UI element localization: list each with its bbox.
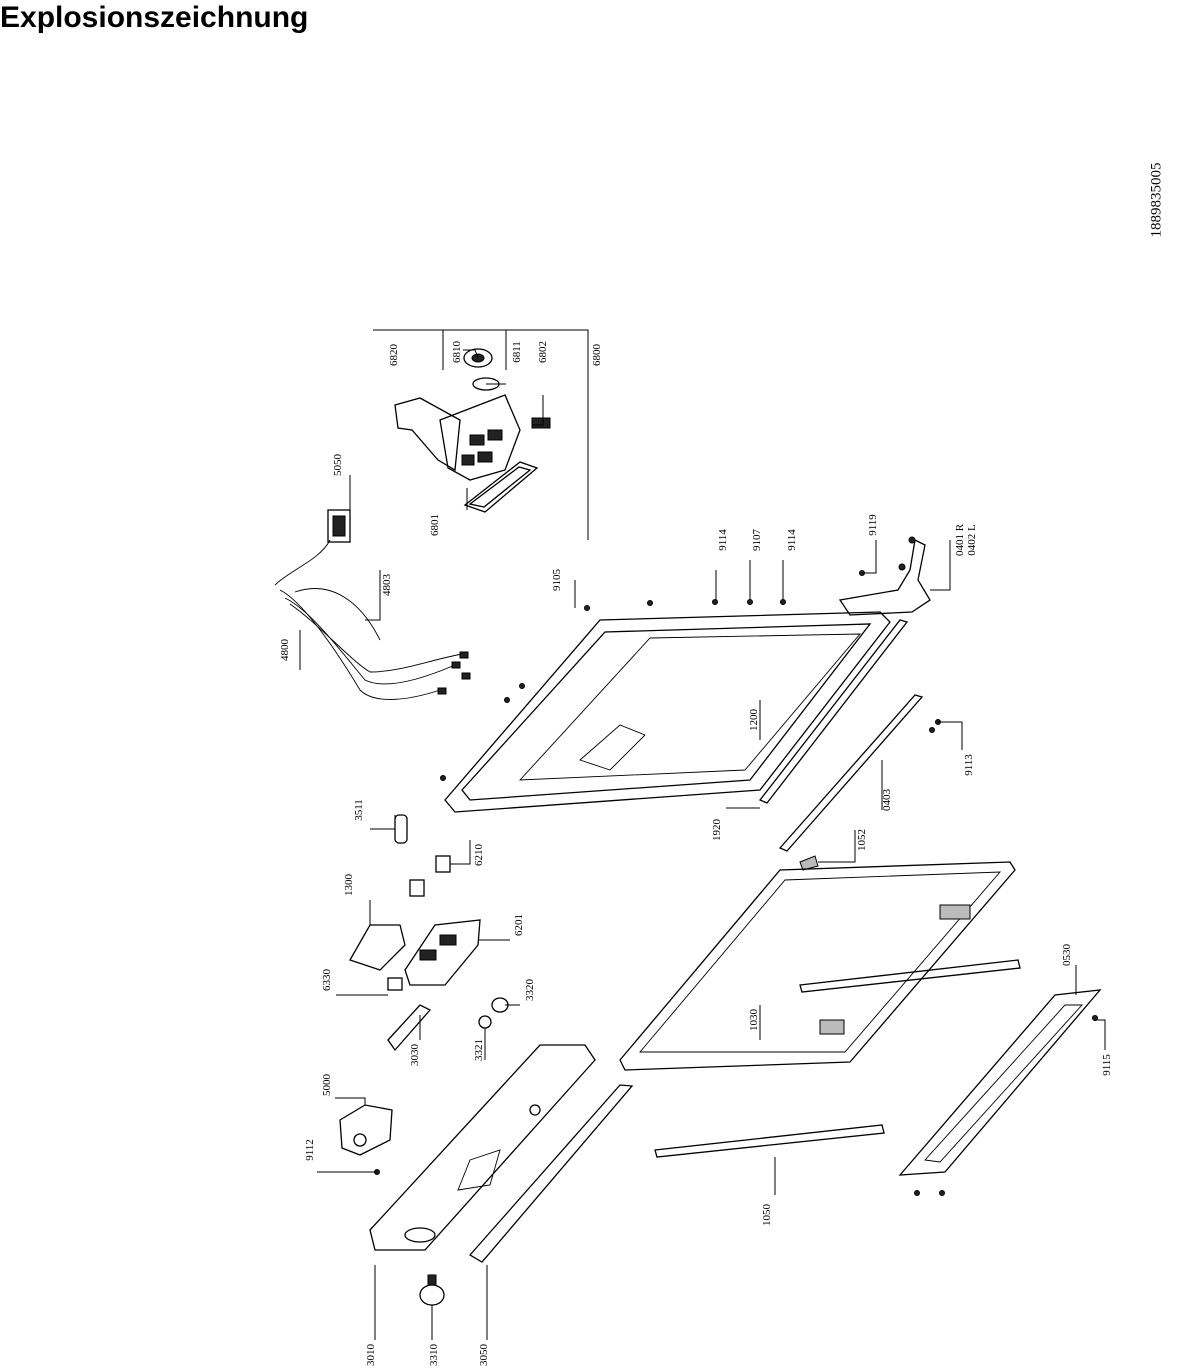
label-6802: 6802: [537, 341, 549, 363]
label-3050: 3050: [478, 1344, 490, 1367]
programmer-unit: [349, 919, 481, 991]
switch-3030: [387, 1004, 432, 1052]
label-9113: 9113: [963, 754, 975, 776]
label-1300: 1300: [343, 874, 355, 897]
dispenser-assembly: [394, 348, 551, 513]
label-9112: 9112: [304, 1139, 316, 1161]
buttons-3320-3321: [478, 997, 509, 1029]
pipe-3511: [394, 814, 408, 844]
label-9114-a: 9114: [717, 529, 729, 551]
label-3010: 3010: [365, 1344, 377, 1367]
door-rails-1050: [654, 959, 1021, 1158]
label-1030: 1030: [748, 1009, 760, 1032]
label-3310: 3310: [428, 1344, 440, 1367]
label-6801: 6801: [429, 514, 441, 536]
label-1050: 1050: [761, 1204, 773, 1227]
label-3030: 3030: [409, 1044, 421, 1067]
label-6210: 6210: [473, 844, 485, 867]
label-4803: 4803: [381, 574, 393, 597]
label-5000: 5000: [321, 1074, 333, 1097]
label-0402: 0402 L: [966, 524, 978, 556]
switches-6210: [409, 855, 451, 897]
label-9105: 9105: [551, 569, 563, 592]
inner-door-1200: [444, 611, 891, 813]
label-3320: 3320: [524, 979, 536, 1002]
label-6800: 6800: [591, 344, 603, 367]
part-labels: 6820 6810 6811 6802 6800 6801 5050 4800 …: [279, 341, 1113, 1367]
label-3321: 3321: [473, 1039, 485, 1061]
outer-door-1030: [619, 861, 1016, 1071]
label-9115: 9115: [1101, 1054, 1113, 1076]
label-1052: 1052: [856, 829, 868, 851]
label-6201: 6201: [513, 914, 525, 936]
label-6811: 6811: [511, 341, 523, 363]
knob-3310: [419, 1274, 445, 1306]
page-title: Explosionszeichnung: [0, 1, 309, 34]
label-6810: 6810: [451, 341, 463, 364]
label-0403: 0403: [881, 789, 893, 812]
label-9114-b: 9114: [786, 529, 798, 551]
label-5050: 5050: [332, 454, 344, 477]
hinge-bracket: [838, 536, 931, 616]
label-9107: 9107: [751, 529, 763, 552]
label-3511: 3511: [353, 799, 365, 821]
label-4800: 4800: [279, 639, 291, 662]
label-1920: 1920: [711, 819, 723, 842]
label-9119: 9119: [867, 514, 879, 536]
label-6820: 6820: [388, 344, 400, 367]
door-seals: [758, 619, 924, 871]
door-lock-5000: [339, 1104, 393, 1156]
label-0530: 0530: [1061, 944, 1073, 967]
label-0401: 0401 R: [954, 523, 966, 556]
screws: [374, 570, 1098, 1196]
base-plate-0530: [898, 989, 1102, 1176]
control-panel-3010: [369, 1044, 596, 1251]
wire-harness: [274, 539, 471, 700]
label-6330: 6330: [321, 969, 333, 992]
label-1200: 1200: [748, 709, 760, 732]
rinse-label-5050: [327, 509, 351, 543]
front-strip-3050: [468, 1084, 634, 1263]
leader-lines: [299, 329, 1106, 1340]
